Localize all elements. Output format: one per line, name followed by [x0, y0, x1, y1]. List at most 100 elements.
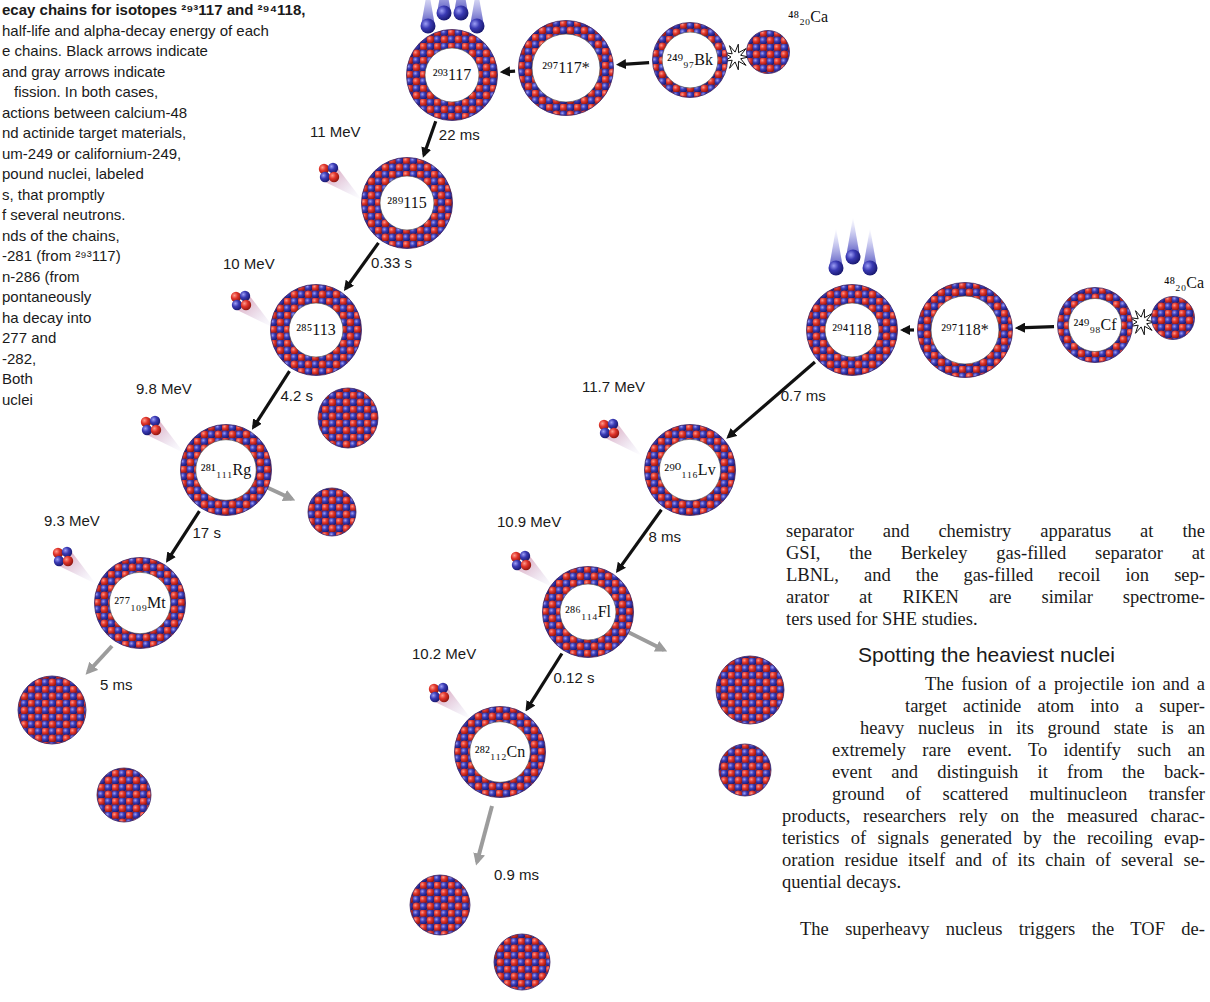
caption-line: e chains. Black arrows indicate	[2, 42, 208, 60]
body-text: ters used for SHE studies.	[786, 608, 978, 630]
neutron	[520, 551, 530, 561]
nucleus-shape	[518, 20, 614, 116]
emitted-neutron	[437, 0, 452, 21]
nucleon-cluster	[1152, 297, 1195, 340]
fission-fragment	[318, 388, 378, 448]
neutron	[150, 416, 160, 426]
nucleus-shape	[454, 706, 546, 798]
alpha-particle	[319, 163, 362, 200]
alpha-particle	[429, 683, 472, 720]
body-text: heavy nucleus in its ground state is an	[860, 717, 1205, 739]
section-heading: Spotting the heaviest nuclei	[858, 643, 1115, 667]
alpha-particle	[599, 419, 642, 456]
nucleus-shape	[644, 424, 736, 516]
neutron	[512, 560, 522, 570]
nucleus-circle: ²⁸⁵113	[270, 284, 362, 376]
collision-burst	[1130, 309, 1155, 335]
nucleon-cluster	[543, 567, 634, 658]
emitted-neutron	[846, 217, 861, 265]
nucleus-shape	[542, 566, 634, 658]
label-disc	[289, 303, 343, 357]
caption-line: Both	[2, 370, 33, 388]
nucleus-shape	[806, 284, 898, 376]
nucleus-shape	[94, 557, 186, 649]
nuclide-label: ²⁸⁶₁₁₄Fl	[565, 603, 611, 621]
label-disc	[380, 176, 434, 230]
neutron	[454, 6, 469, 21]
nucleon-cluster	[519, 21, 614, 116]
fission-fragment	[308, 488, 356, 536]
body-text: ground of scattered multinucleon transfe…	[832, 783, 1205, 805]
nuclide-label: ²⁹⁰₁₁₆Lv	[664, 461, 715, 479]
nucleon-cluster	[455, 707, 546, 798]
fission-fragment	[494, 934, 550, 990]
alpha-particle	[141, 416, 184, 453]
nuclide-label: ²⁸⁹115	[387, 194, 426, 212]
label-disc	[109, 572, 170, 633]
half-life-label: 17 s	[193, 524, 221, 542]
half-life-label: 8 ms	[649, 528, 682, 546]
caption-line: f several neutrons.	[2, 206, 125, 224]
caption-line: pontaneously	[2, 288, 91, 306]
nucleon-cluster	[918, 283, 1013, 378]
fission-fragment	[719, 744, 771, 796]
neutron	[437, 6, 452, 21]
nuclide-label: ⁴⁸₂₀Ca	[788, 8, 828, 26]
nucleus-shape	[180, 424, 272, 516]
caption-line: ha decay into	[2, 309, 91, 327]
nucleus-circle: ²⁹³117	[406, 29, 498, 121]
nucleus-circle: ²⁸¹₁₁₁Rg	[180, 424, 272, 516]
alpha-trail	[57, 551, 96, 584]
nucleon-cluster	[271, 285, 362, 376]
nucleon-cluster	[362, 158, 453, 249]
label-disc	[931, 296, 999, 364]
neutron	[232, 300, 242, 310]
caption-line: ecay chains for isotopes ²⁹³117 and ²⁹⁴1…	[2, 1, 305, 19]
fission-fragment	[716, 656, 784, 724]
nucleus-circle: ²⁸²₁₁₂Cn	[454, 706, 546, 798]
emitted-neutron	[863, 228, 878, 276]
caption-line: actions between calcium-48	[2, 104, 187, 122]
nucleon-cluster	[747, 31, 790, 74]
neutron	[846, 250, 861, 265]
caption-line: fission. In both cases,	[14, 83, 158, 101]
caption-line: nds of the chains,	[2, 227, 120, 245]
half-life-label: 0.33 s	[371, 254, 412, 272]
nucleus-shape	[1151, 296, 1195, 340]
body-text: target actinide atom into a super-	[905, 695, 1205, 717]
fission-fragment	[410, 875, 470, 935]
label-disc	[825, 303, 879, 357]
neutron	[470, 19, 485, 34]
label-disc	[425, 48, 479, 102]
decay-arrow	[1018, 327, 1054, 328]
body-text: oration residue itself and of its chain …	[782, 849, 1205, 871]
label-disc	[662, 32, 718, 88]
body-text: quential decays.	[782, 871, 901, 893]
alpha-energy: 11.7 MeV	[582, 378, 645, 396]
nucleon-cluster	[407, 30, 498, 121]
label-disc	[1068, 298, 1121, 351]
caption-line: s, that promptly	[2, 186, 105, 204]
proton	[521, 560, 531, 570]
alpha-energy: 9.3 MeV	[44, 512, 100, 530]
neutron	[328, 163, 338, 173]
alpha-particle	[53, 547, 96, 584]
projectile-nucleus: ⁴⁸₂₀Ca	[746, 30, 790, 74]
caption-line: nd actinide target materials,	[2, 124, 186, 142]
alpha-trail	[603, 423, 642, 456]
nucleus-circle: ²⁹⁷117*	[518, 20, 614, 116]
projectile-nucleus: ⁴⁸₂₀Ca	[1151, 296, 1195, 340]
body-text: event and distinguish it from the back-	[832, 761, 1205, 783]
nuclide-label: ²⁴⁹₉₈Cf	[1073, 316, 1116, 334]
nuclide-label: ⁴⁸₂₀Ca	[1164, 274, 1204, 292]
label-disc	[532, 34, 600, 102]
emitted-neutron	[470, 0, 485, 34]
nuclide-label: ²⁹⁴118	[832, 321, 871, 339]
alpha-trail	[323, 167, 362, 200]
proton	[241, 300, 251, 310]
emitted-neutron	[454, 0, 469, 21]
